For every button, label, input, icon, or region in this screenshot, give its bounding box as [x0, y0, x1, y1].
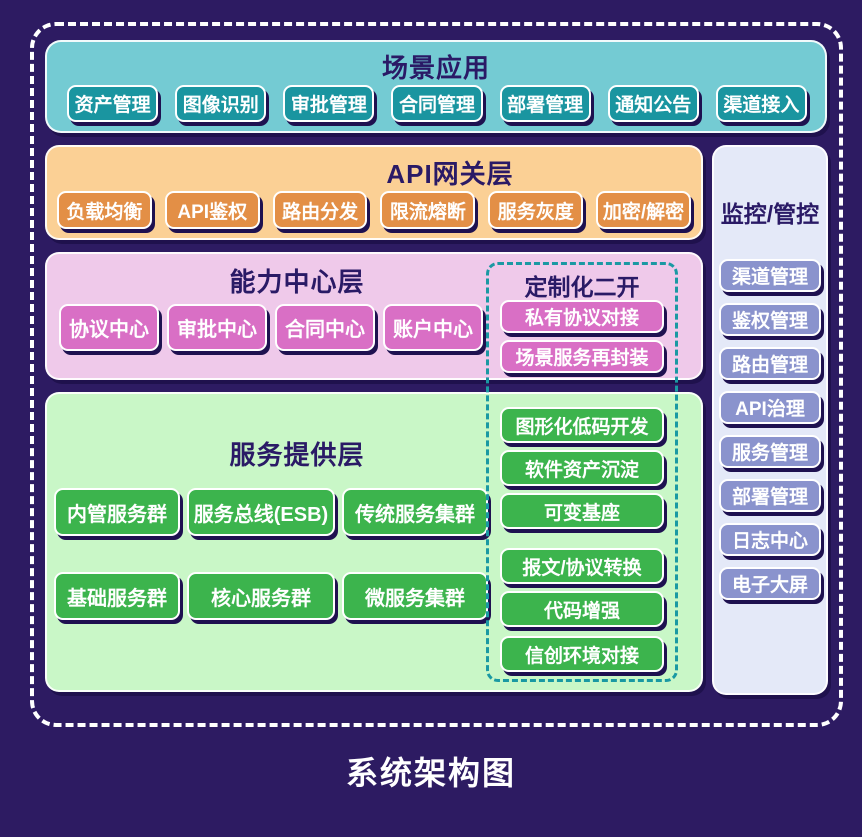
service-button-row-2: 基础服务群 核心服务群 微服务集群: [54, 572, 488, 620]
node-deployment-management-monitor: 部署管理: [719, 479, 821, 512]
node-deployment-management: 部署管理: [499, 85, 591, 122]
node-service-bus-esb: 服务总线(ESB): [187, 488, 335, 536]
node-code-enhancement: 代码增强: [500, 591, 664, 627]
node-channel-access: 渠道接入: [715, 85, 807, 122]
node-basic-service-group: 基础服务群: [54, 572, 180, 620]
node-contract-center: 合同中心: [275, 304, 375, 351]
gateway-button-row: 负载均衡 API鉴权 路由分发 限流熔断 服务灰度 加密/解密: [57, 191, 691, 229]
custom-dev-title: 定制化二开: [524, 274, 640, 300]
capability-button-row: 协议中心 审批中心 合同中心 账户中心: [59, 304, 483, 351]
node-route-management: 路由管理: [719, 347, 821, 380]
node-service-gray-release: 服务灰度: [488, 191, 584, 229]
node-approval-management: 审批管理: [283, 85, 375, 122]
scenario-button-row: 资产管理 图像识别 审批管理 合同管理 部署管理 通知公告 渠道接入: [67, 85, 807, 122]
node-asset-management: 资产管理: [67, 85, 159, 122]
node-image-recognition: 图像识别: [175, 85, 267, 122]
node-api-auth: API鉴权: [164, 191, 260, 229]
service-layer-title: 服务提供层: [229, 440, 365, 470]
node-load-balancing: 负载均衡: [57, 191, 152, 229]
node-notice-announcement: 通知公告: [607, 85, 699, 122]
node-software-asset-accumulation: 软件资产沉淀: [500, 450, 664, 486]
monitor-button-column: 渠道管理 鉴权管理 路由管理 API治理 服务管理 部署管理 日志中心 电子大屏: [714, 147, 826, 693]
node-xinchuang-env-integration: 信创环境对接: [500, 636, 664, 672]
node-api-governance: API治理: [719, 391, 821, 424]
node-encrypt-decrypt: 加密/解密: [596, 191, 691, 229]
node-graphical-low-code-dev: 图形化低码开发: [500, 407, 664, 443]
outer-dashed-border: [30, 22, 843, 727]
api-gateway-layer: API网关层 负载均衡 API鉴权 路由分发 限流熔断 服务灰度 加密/解密: [45, 145, 703, 240]
node-channel-management: 渠道管理: [719, 259, 821, 292]
node-service-management: 服务管理: [719, 435, 821, 468]
node-scenario-service-rewrap: 场景服务再封装: [500, 340, 664, 373]
monitor-control-panel: 监控/管控 渠道管理 鉴权管理 路由管理 API治理 服务管理 部署管理 日志中…: [712, 145, 828, 695]
service-button-row-1: 内管服务群 服务总线(ESB) 传统服务集群: [54, 488, 488, 536]
node-contract-management: 合同管理: [391, 85, 483, 122]
node-auth-management: 鉴权管理: [719, 303, 821, 336]
node-private-protocol-integration: 私有协议对接: [500, 300, 664, 333]
node-variable-base: 可变基座: [500, 493, 664, 529]
node-traditional-service-cluster: 传统服务集群: [342, 488, 488, 536]
node-micro-service-cluster: 微服务集群: [342, 572, 488, 620]
node-rate-limit-circuit-break: 限流熔断: [380, 191, 476, 229]
diagram-caption: 系统架构图: [345, 755, 516, 791]
node-protocol-center: 协议中心: [59, 304, 159, 351]
custom-dev-overlay: 定制化二开 私有协议对接 场景服务再封装 图形化低码开发 软件资产沉淀 可变基座…: [486, 262, 678, 682]
node-log-center: 日志中心: [719, 523, 821, 556]
node-route-dispatch: 路由分发: [272, 191, 368, 229]
gateway-layer-title: API网关层: [386, 159, 514, 189]
node-big-screen: 电子大屏: [719, 567, 821, 600]
scenario-application-layer: 场景应用 资产管理 图像识别 审批管理 合同管理 部署管理 通知公告 渠道接入: [45, 40, 827, 133]
capability-layer-title: 能力中心层: [229, 267, 365, 297]
node-internal-service-group: 内管服务群: [54, 488, 180, 536]
node-message-protocol-convert: 报文/协议转换: [500, 548, 664, 584]
node-account-center: 账户中心: [383, 304, 483, 351]
node-core-service-group: 核心服务群: [187, 572, 335, 620]
node-approval-center: 审批中心: [167, 304, 267, 351]
monitor-panel-title: 监控/管控: [720, 201, 820, 227]
scenario-layer-title: 场景应用: [381, 53, 490, 83]
